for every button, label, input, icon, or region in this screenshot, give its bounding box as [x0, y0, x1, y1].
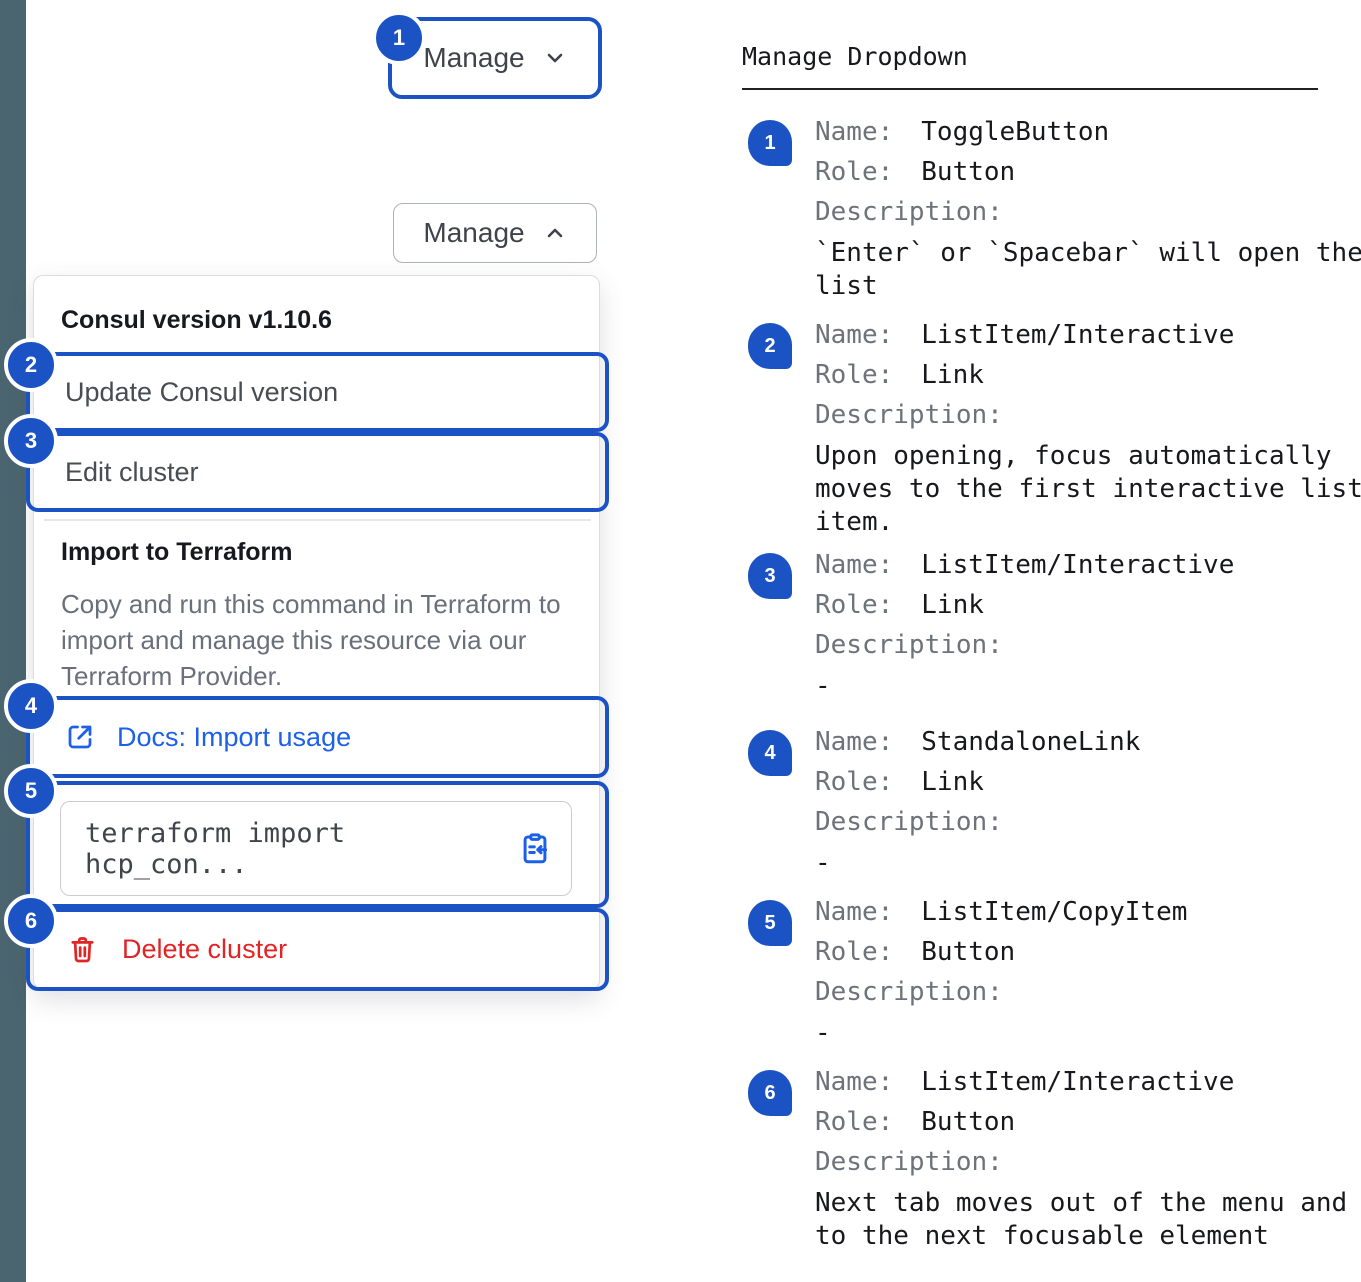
- name-value: ListItem/Interactive: [921, 320, 1235, 350]
- description-label: Description:: [815, 630, 1003, 660]
- external-link-icon: [68, 725, 92, 749]
- description-value: `Enter` or `Spacebar` will open the list: [815, 238, 1361, 301]
- role-value: Link: [921, 767, 984, 797]
- name-label: Name:: [815, 320, 894, 350]
- role-value: Button: [921, 157, 1016, 187]
- spec-badge: 2: [748, 323, 792, 369]
- menu-item-label: Edit cluster: [65, 456, 199, 487]
- copy-button[interactable]: [517, 831, 553, 867]
- terraform-command-text: terraform import hcp_con...: [85, 817, 346, 880]
- spec-badge: 1: [748, 120, 792, 166]
- role-value: Button: [921, 1107, 1016, 1137]
- description-value: -: [815, 1018, 831, 1048]
- name-value: ListItem/Interactive: [921, 1067, 1235, 1097]
- spec-item-5: 5 Name: ListItem/CopyItem Role: Button Des…: [742, 892, 1342, 1050]
- annotation-badge-6: 6: [4, 894, 58, 948]
- name-label: Name:: [815, 550, 894, 580]
- menu-item-label: Update Consul version: [65, 376, 339, 407]
- role-value: Button: [921, 937, 1016, 967]
- manage-toggle-button[interactable]: Manage: [388, 17, 602, 99]
- description-value: -: [815, 848, 831, 878]
- description-value: -: [815, 671, 831, 701]
- manage-toggle-button-expanded[interactable]: Manage: [393, 203, 597, 263]
- import-section-description: Copy and run this command in Terraform t…: [61, 589, 561, 691]
- role-label: Role:: [815, 157, 894, 187]
- description-label: Description:: [815, 1147, 1003, 1177]
- spec-item-3: 3 Name: ListItem/Interactive Role: Link De…: [742, 545, 1342, 703]
- manage-button-label: Manage: [423, 217, 525, 248]
- description-label: Description:: [815, 977, 1003, 1007]
- name-value: ListItem/Interactive: [921, 550, 1235, 580]
- name-value: ListItem/CopyItem: [921, 897, 1188, 927]
- chevron-up-icon: [547, 228, 562, 238]
- annotation-badge-1: 1: [372, 11, 426, 65]
- spec-badge: 6: [748, 1070, 792, 1116]
- spec-item-2: 2 Name: ListItem/Interactive Role: Link De…: [742, 315, 1361, 539]
- manage-button-label: Manage: [423, 42, 525, 73]
- role-label: Role:: [815, 590, 894, 620]
- menu-item-copy-command[interactable]: terraform import hcp_con...: [26, 781, 609, 908]
- manage-dropdown-panel: Consul version v1.10.6 Update Consul ver…: [26, 275, 609, 991]
- consul-version-header: Consul version v1.10.6: [61, 306, 332, 334]
- app-side-strip: [0, 0, 26, 1282]
- name-label: Name:: [815, 897, 894, 927]
- description-label: Description:: [815, 197, 1003, 227]
- clipboard-copy-icon: [523, 832, 548, 863]
- spec-badge: 4: [748, 730, 792, 776]
- name-value: ToggleButton: [921, 117, 1110, 147]
- name-label: Name:: [815, 1067, 894, 1097]
- trash-icon: [71, 937, 94, 963]
- description-label: Description:: [815, 807, 1003, 837]
- delete-cluster-label: Delete cluster: [122, 934, 288, 964]
- docs-link-label: Docs: Import usage: [117, 721, 352, 752]
- annotation-badge-3: 3: [4, 414, 58, 468]
- spec-item-6: 6 Name:ListItem/Interactive Role:Button …: [742, 1062, 1347, 1253]
- name-label: Name:: [815, 727, 894, 757]
- import-section-title: Import to Terraform: [61, 538, 293, 566]
- spec-title: Manage Dropdown: [742, 42, 968, 71]
- description-label: Description:: [815, 400, 1003, 430]
- menu-item-docs-import-usage[interactable]: Docs: Import usage: [26, 696, 609, 778]
- role-value: Link: [921, 590, 984, 620]
- description-value: Upon opening, focus automatically moves …: [815, 441, 1361, 537]
- chevron-down-icon: [547, 53, 562, 63]
- name-value: StandaloneLink: [921, 727, 1141, 757]
- annotation-badge-2: 2: [4, 338, 58, 392]
- terraform-command-field[interactable]: terraform import hcp_con...: [60, 801, 572, 896]
- spec-badge: 3: [748, 553, 792, 599]
- role-label: Role:: [815, 767, 894, 797]
- annotation-badge-4: 4: [4, 679, 58, 733]
- role-value: Link: [921, 360, 984, 390]
- role-label: Role:: [815, 937, 894, 967]
- menu-item-delete-cluster[interactable]: Delete cluster: [26, 908, 609, 991]
- role-label: Role:: [815, 1107, 894, 1137]
- spec-item-1: 1 Name: ToggleButton Role: Button Descript…: [742, 112, 1361, 303]
- name-label: Name:: [815, 117, 894, 147]
- spec-badge: 5: [748, 900, 792, 946]
- annotation-badge-5: 5: [4, 764, 58, 818]
- spec-title-rule: [742, 88, 1318, 90]
- menu-item-update-consul-version[interactable]: Update Consul version: [26, 352, 609, 432]
- role-label: Role:: [815, 360, 894, 390]
- spec-item-4: 4 Name: StandaloneLink Role: Link Descript…: [742, 722, 1342, 880]
- section-divider: [44, 519, 591, 521]
- menu-item-edit-cluster[interactable]: Edit cluster: [26, 432, 609, 512]
- description-value: Next tab moves out of the menu and to th…: [815, 1188, 1348, 1251]
